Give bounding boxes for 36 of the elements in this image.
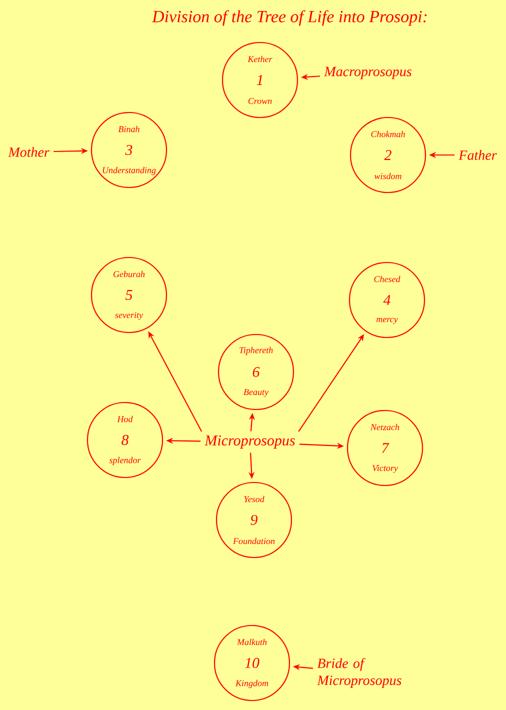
name-label: Yesod <box>244 496 264 502</box>
number-label: 2 <box>384 150 392 160</box>
meaning-label: splendor <box>109 456 141 466</box>
name-label: Kether <box>248 56 272 62</box>
number-label: 8 <box>122 434 129 446</box>
number-label: 4 <box>383 295 390 305</box>
name-label: Geburah <box>114 270 145 278</box>
number-label: 7 <box>382 443 390 453</box>
meaning-label: Kingdom <box>235 680 268 688</box>
meaning-label: Understanding <box>102 166 156 176</box>
number-label: 10 <box>245 658 260 668</box>
meaning-label: severity <box>115 312 143 320</box>
annotation-text: Father <box>458 150 497 160</box>
title: Division of the Tree of Life into Prosopi: <box>152 10 427 26</box>
name-label: Hod <box>117 416 133 422</box>
annotation-text: Macroprosopus <box>324 66 412 80</box>
name-label: Chokmah <box>371 130 405 138</box>
annotation-text: Mother <box>8 147 50 157</box>
annotation-text: Microprosopus <box>204 435 295 449</box>
name-label: Tiphereth <box>240 346 273 356</box>
number-label: 6 <box>252 366 260 378</box>
name-label: Netzach <box>370 424 400 430</box>
annotation-text: Bride of Microprosopus <box>317 658 402 688</box>
meaning-label: Beauty <box>244 389 268 397</box>
meaning-label: mercy <box>376 318 398 324</box>
number-label: 3 <box>125 144 132 156</box>
meaning-label: wisdom <box>374 172 402 180</box>
name-label: Binah <box>118 126 140 132</box>
number-label: 1 <box>256 75 262 85</box>
name-label: Chesed <box>374 276 400 282</box>
number-label: 5 <box>125 290 132 300</box>
meaning-label: Foundation <box>232 538 275 544</box>
meaning-label: Victory <box>372 465 398 473</box>
meaning-label: Crown <box>248 98 272 104</box>
number-label: 9 <box>250 514 258 526</box>
name-label: Malkuth <box>236 638 267 646</box>
